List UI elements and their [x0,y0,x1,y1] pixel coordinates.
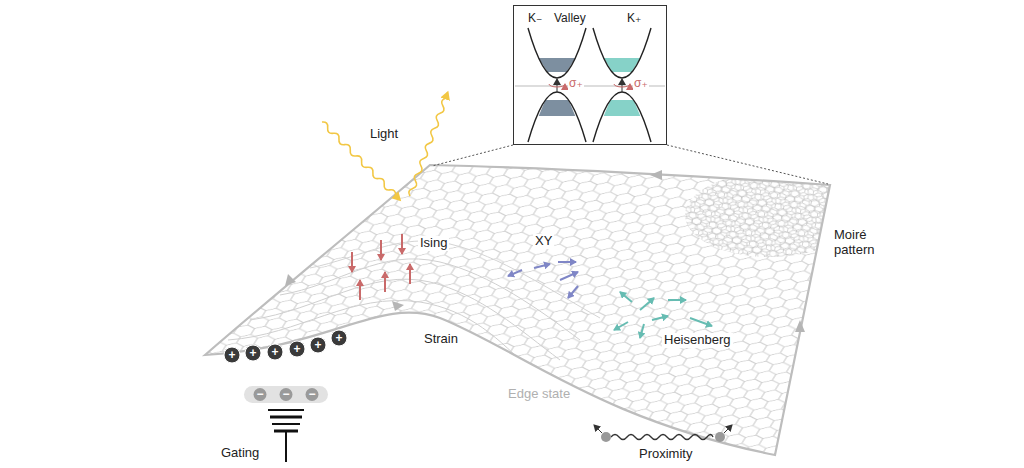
part-label: Heisenberg [662,333,733,348]
band-label: K₊ [627,12,641,25]
charge-sign: + [293,343,300,355]
inset-title: Valley [554,12,586,25]
charge-sign: − [282,388,289,400]
charges [224,330,347,363]
xy-spins [508,262,578,298]
material-sheet [150,150,870,468]
edge-state-arrows [285,170,805,332]
charge-sign: − [308,388,315,400]
band-label: K₋ [528,12,542,25]
charge-sign: + [335,332,342,344]
charge-sign: + [228,349,235,361]
part-label: Ising [418,236,449,251]
part-label: Moiré pattern [834,228,886,258]
charge-sign: − [256,388,263,400]
inset-box: K₋ Valley K₊ σ₊ σ₊ [513,5,667,145]
part-label: Proximity [639,447,692,462]
light-waves [320,92,450,202]
band-structure [515,28,665,142]
charge-sign: + [314,339,321,351]
part-label: XY [533,234,554,249]
ising-spins [352,234,410,300]
part-label: Edge state [506,387,572,402]
zoom-lines [432,145,828,184]
part-label: Light [370,127,398,142]
part-label: Strain [422,332,460,347]
charge-sign: + [249,347,256,359]
part-label: Gating [221,446,259,461]
charge-sign: + [271,346,278,358]
proximity [594,425,732,442]
heisenberg-spins [614,292,712,338]
band-label: σ₊ [568,77,584,90]
band-label: σ₊ [633,77,649,90]
